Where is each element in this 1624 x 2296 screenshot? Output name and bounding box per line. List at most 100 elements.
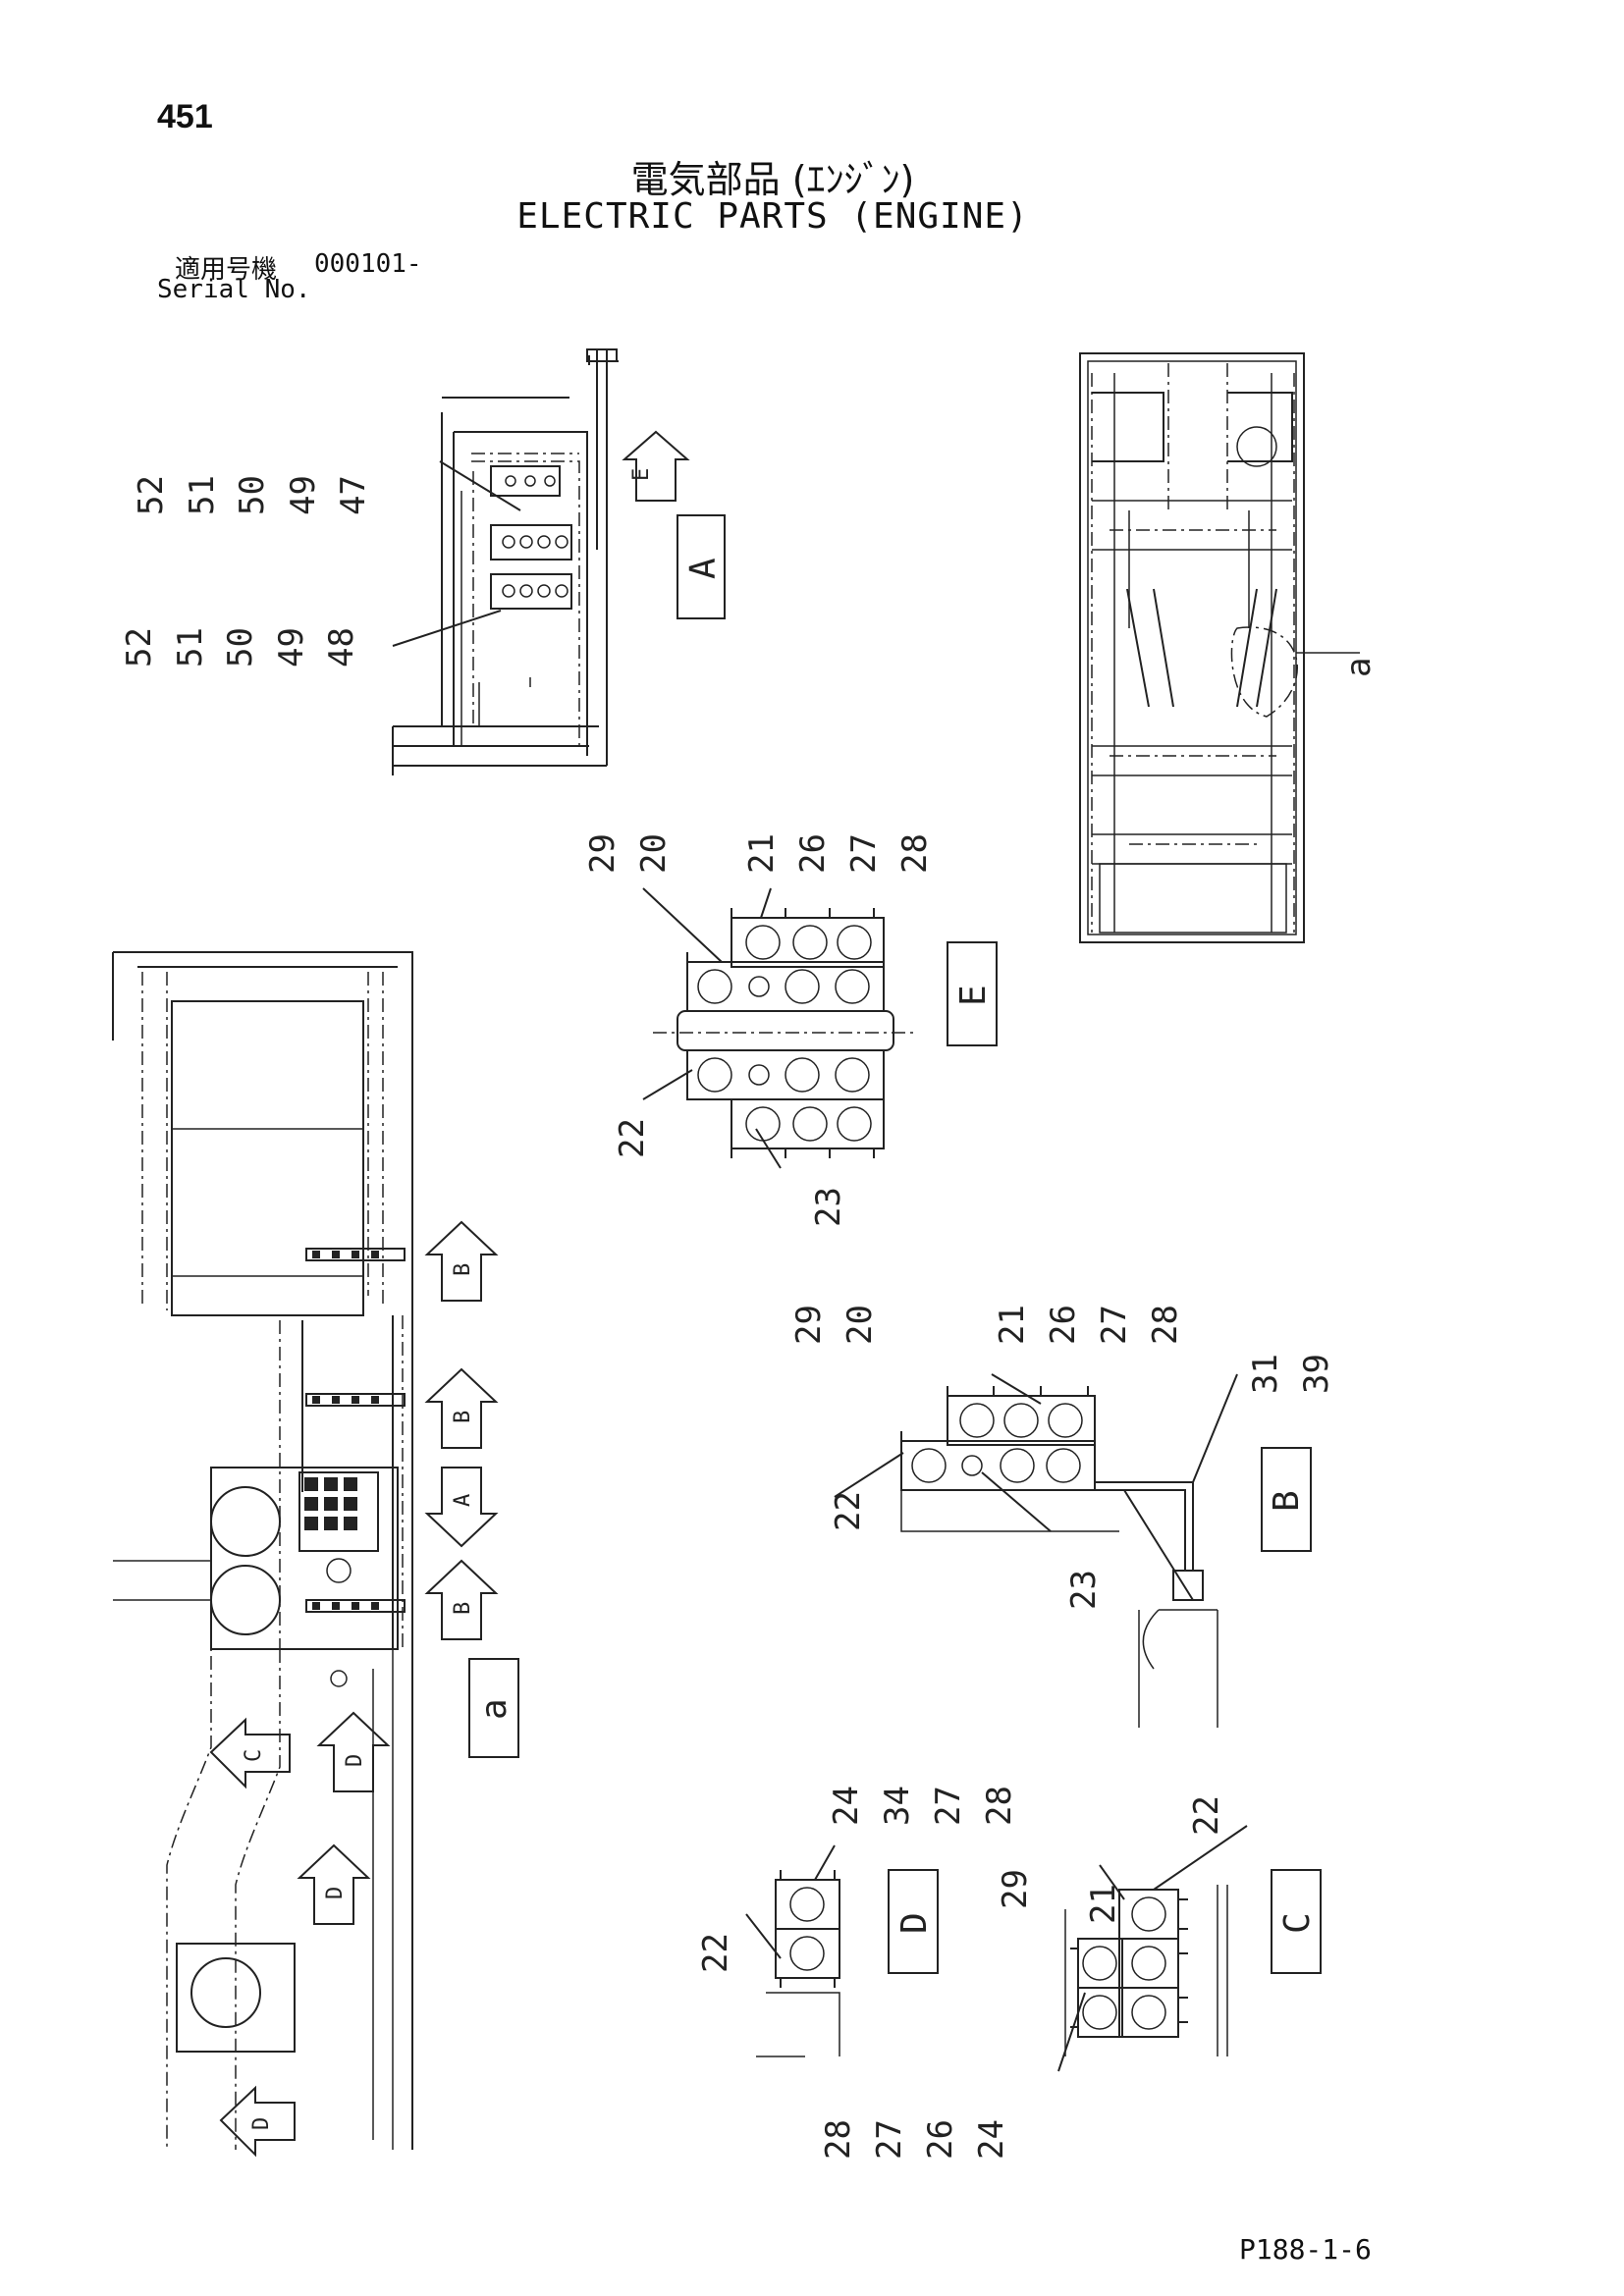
callout-26: 26	[921, 2119, 960, 2160]
view-c-clamp-assembly	[1064, 1885, 1228, 2056]
callout-27: 27	[870, 2119, 909, 2160]
svg-text:B: B	[451, 1263, 475, 1276]
view-b-arrow-3: B	[424, 1559, 499, 1640]
view-a-clamp-circles	[502, 475, 568, 598]
view-b-arrow-1: B	[424, 1220, 499, 1302]
view-d-detail: 24 34 27 28 22 28 27 26 24 D	[696, 1786, 1019, 2160]
callout-52: 52	[132, 475, 171, 515]
callout-28: 28	[895, 833, 935, 874]
callout-21: 21	[993, 1305, 1032, 1345]
view-a-leader-lines	[392, 460, 521, 647]
view-c-callouts: 29 21 22	[996, 1795, 1226, 1924]
callout-22: 22	[613, 1118, 652, 1158]
callout-21: 21	[742, 833, 782, 874]
view-e-clamp-assembly	[653, 908, 913, 1158]
view-a-label-box: A	[677, 514, 726, 619]
view-a-arrow: A	[424, 1467, 499, 1548]
svg-text:A: A	[451, 1494, 475, 1507]
frame-structure	[112, 951, 413, 2150]
callout-26: 26	[793, 833, 833, 874]
callout-39: 39	[1297, 1354, 1336, 1394]
callout-51: 51	[171, 627, 210, 667]
callout-29: 29	[996, 1869, 1035, 1909]
callout-50: 50	[221, 627, 260, 667]
callout-22: 22	[1187, 1795, 1226, 1836]
view-a-label-box-small: a	[468, 1658, 519, 1758]
view-b-label-box: B	[1261, 1447, 1312, 1552]
overview-detail-label: a	[1339, 658, 1379, 677]
overview-plan-view: a	[1079, 352, 1379, 943]
view-d-callouts-bottom: 28 27 26 24	[819, 2119, 1011, 2160]
callout-52: 52	[120, 627, 159, 667]
view-e-detail: 29 20 21 26 27 28 22 23	[583, 833, 998, 1227]
callout-48: 48	[322, 627, 361, 667]
callout-34: 34	[878, 1786, 917, 1826]
view-b-callouts-top: 29 20 21 26 27 28 31 39	[789, 1305, 1336, 1394]
frame-clamp-bars	[305, 1248, 406, 1613]
frame-clamp-cluster	[304, 1477, 357, 1530]
callout-26: 26	[1044, 1305, 1083, 1345]
svg-text:C: C	[242, 1749, 266, 1762]
page-number: 451	[157, 98, 213, 135]
svg-text:D: D	[323, 1887, 348, 1899]
callout-22: 22	[696, 1933, 735, 1973]
page-reference: P188-1-6	[1239, 2233, 1372, 2266]
callout-29: 29	[583, 833, 623, 874]
svg-text:D: D	[894, 1912, 935, 1934]
view-e-callouts-side: 22 23	[613, 1118, 848, 1227]
view-d-arrow-2: D	[297, 1843, 371, 1925]
serial-label-english: Serial No.	[157, 275, 311, 304]
view-e-leader-lines	[642, 887, 782, 1169]
view-a-frame-detail: B B A B C D D D	[112, 951, 519, 2158]
callout-23: 23	[809, 1187, 848, 1227]
view-c-detail: 29 21 22 C	[996, 1795, 1322, 2072]
svg-text:a: a	[474, 1698, 514, 1720]
callout-29: 29	[789, 1305, 829, 1345]
view-d-arrow-3: D	[219, 2085, 296, 2158]
callout-28: 28	[1146, 1305, 1185, 1345]
view-d-leader-lines	[745, 1844, 836, 1959]
view-c-arrow: C	[209, 1717, 291, 1789]
serial-number: 000101-	[314, 249, 422, 279]
page-title-english: ELECTRIC PARTS (ENGINE)	[516, 196, 1029, 237]
view-a-detail: 52 51 50 49 47 52 51 50 49 48 E A	[120, 348, 726, 775]
view-b-detail: 29 20 21 26 27 28 31 39 22 23	[789, 1305, 1336, 1728]
page-title-japanese: 電気部品 (ｴﾝｼﾞﾝ)	[630, 158, 915, 201]
serial-label-japanese: 適用号機	[175, 255, 278, 285]
svg-text:B: B	[451, 1411, 475, 1423]
view-a-callouts-upper: 52 51 50 49 47	[132, 475, 373, 515]
view-c-leader-lines	[1057, 1825, 1248, 2072]
callout-50: 50	[233, 475, 272, 515]
callout-22: 22	[829, 1491, 868, 1531]
callout-28: 28	[819, 2119, 858, 2160]
callout-27: 27	[844, 833, 884, 874]
view-b-clamp-assembly	[900, 1386, 1218, 1728]
view-d-label-box: D	[888, 1869, 939, 1974]
view-e-callouts-top: 29 20 21 26 27 28	[583, 833, 935, 874]
callout-21: 21	[1084, 1884, 1123, 1924]
view-a-frame-drawing	[392, 348, 619, 775]
svg-text:E: E	[953, 985, 994, 1006]
callout-31: 31	[1246, 1354, 1285, 1394]
svg-text:D: D	[249, 2117, 274, 2130]
callout-51: 51	[183, 475, 222, 515]
callout-20: 20	[840, 1305, 880, 1345]
view-d-clamp-assembly	[756, 1870, 840, 2057]
view-e-label-box: E	[947, 941, 998, 1046]
view-d-callouts-top: 24 34 27 28	[827, 1786, 1019, 1826]
view-d-arrow-1: D	[316, 1711, 391, 1792]
svg-text:E: E	[629, 468, 654, 481]
callout-28: 28	[980, 1786, 1019, 1826]
svg-text:B: B	[451, 1602, 475, 1615]
callout-27: 27	[1095, 1305, 1134, 1345]
callout-24: 24	[827, 1786, 866, 1826]
callout-49: 49	[272, 627, 311, 667]
view-e-direction-arrow: E	[622, 430, 690, 502]
svg-text:B: B	[1267, 1490, 1307, 1512]
callout-20: 20	[634, 833, 674, 874]
view-a-callouts-lower: 52 51 50 49 48	[120, 627, 361, 667]
callout-27: 27	[929, 1786, 968, 1826]
callout-23: 23	[1064, 1570, 1104, 1610]
callout-49: 49	[284, 475, 323, 515]
